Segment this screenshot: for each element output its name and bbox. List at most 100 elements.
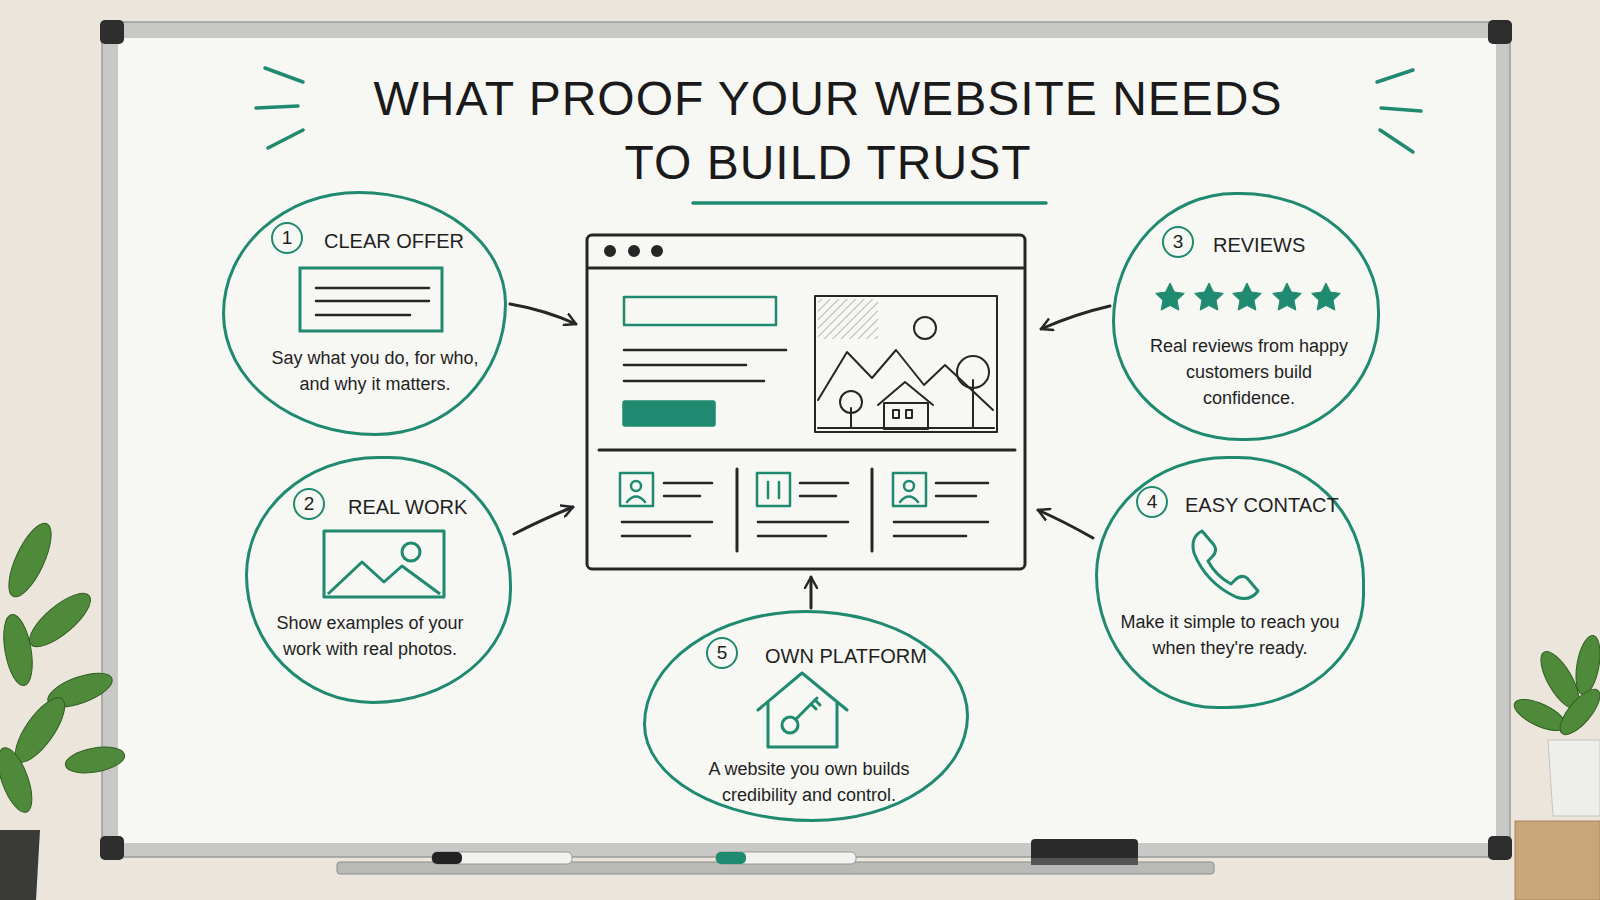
callout-number: 2 [293, 488, 325, 520]
website-mockup [758, 535, 826, 538]
pointer-arrow [810, 577, 813, 608]
website-mockup [627, 497, 645, 503]
left-plant [0, 518, 127, 817]
website-mockup [606, 247, 615, 256]
title-marks [256, 106, 298, 108]
website-mockup [871, 469, 874, 551]
bubble-body: Real reviews from happy customers build … [1139, 333, 1359, 411]
pointer-arrow [510, 304, 576, 324]
callout-number: 1 [271, 222, 303, 254]
marker-tray [1031, 858, 1138, 865]
callout-number: 3 [1162, 226, 1194, 258]
bubble-body: A website you own builds credibility and… [699, 756, 919, 808]
bubble-body: Say what you do, for who, and why it mat… [265, 345, 485, 397]
callout-number: 4 [1136, 486, 1168, 518]
website-mockup [622, 521, 712, 524]
right-plant [1548, 740, 1600, 816]
document-icon [316, 300, 429, 303]
website-mockup [630, 247, 639, 256]
bubble-heading: OWN PLATFORM [765, 643, 927, 669]
website-mockup [936, 495, 976, 498]
pointer-arrow [514, 507, 573, 534]
website-mockup [906, 410, 912, 418]
callout-number: 5 [706, 637, 738, 669]
document-icon [300, 268, 442, 331]
document-icon [300, 268, 442, 331]
left-plant [63, 743, 126, 777]
photo-icon [324, 531, 444, 597]
left-plant [0, 518, 127, 900]
title: WHAT PROOF YOUR WEBSITE NEEDS TO BUILD T… [353, 67, 1303, 195]
bubble-heading: EASY CONTACT [1185, 492, 1339, 518]
website-mockup [818, 350, 993, 410]
star-rating [1156, 283, 1185, 310]
website-mockup [936, 482, 988, 485]
house-key-icon [758, 673, 847, 747]
trust-bubble: EASY CONTACT Make it simple to reach you … [1095, 456, 1365, 709]
star-rating [1195, 283, 1224, 310]
right-plant [1510, 634, 1600, 900]
website-mockup [736, 469, 739, 551]
whiteboard-frame [1488, 836, 1512, 860]
title-marks [265, 68, 303, 82]
right-plant [1554, 683, 1600, 740]
house-key-icon [811, 704, 816, 709]
website-mockup [815, 296, 997, 432]
bubble-body: Make it simple to reach you when they're… [1120, 609, 1340, 661]
website-mockup [622, 535, 690, 538]
right-plant [1515, 821, 1600, 900]
left-plant [0, 830, 40, 900]
bubble-heading: REVIEWS [1213, 232, 1305, 258]
website-mockup [653, 247, 662, 256]
trust-bubble: REAL WORKShow examples of your work with… [245, 456, 512, 704]
website-mockup [818, 427, 994, 429]
website-mockup [623, 401, 715, 426]
marker-tray [716, 852, 856, 864]
photo-icon [402, 543, 420, 561]
pointer-arrow [1041, 306, 1110, 329]
trust-bubble: OWN PLATFORM A website you own builds cre… [643, 610, 969, 822]
bubble-heading: CLEAR OFFER [324, 228, 464, 254]
website-mockup [624, 297, 776, 325]
right-plant [1572, 634, 1600, 697]
left-plant [22, 585, 98, 655]
website-mockup [972, 380, 974, 428]
website-mockup [818, 299, 878, 339]
website-mockup [815, 296, 997, 432]
website-mockup [893, 410, 899, 418]
website-mockup [878, 382, 933, 405]
title-marks [1377, 70, 1413, 82]
house-key-icon [758, 673, 847, 710]
whiteboard-frame [1488, 20, 1512, 44]
website-mockup [767, 482, 770, 498]
whiteboard-frame [100, 836, 124, 860]
photo-icon [324, 531, 444, 597]
website-mockup [624, 364, 746, 367]
bubble-heading: REAL WORK [348, 494, 467, 520]
website-mockup [800, 495, 836, 498]
pointer-arrow [510, 304, 1110, 608]
website-mockup [778, 482, 781, 498]
website-mockup [894, 535, 966, 538]
trust-bubble: CLEAR OFFER Say what you do, for who, and… [222, 191, 507, 436]
website-mockup [850, 408, 852, 428]
title-underline [693, 201, 1046, 205]
whiteboard-frame [100, 20, 124, 44]
website-mockup [624, 349, 786, 352]
right-plant [1510, 634, 1600, 741]
website-mockup [589, 267, 1023, 270]
website-mockup [620, 473, 988, 536]
website-mockup [587, 235, 1025, 569]
title-marks [1381, 108, 1421, 111]
website-mockup [757, 473, 790, 506]
website-mockup [894, 521, 988, 524]
phone-icon [1193, 531, 1258, 599]
website-mockup [587, 235, 1025, 569]
left-plant [0, 612, 37, 687]
marker-tray [432, 852, 462, 864]
star-rating [1156, 283, 1341, 310]
marker-tray [1031, 839, 1138, 865]
whiteboard-frame [100, 20, 1512, 860]
